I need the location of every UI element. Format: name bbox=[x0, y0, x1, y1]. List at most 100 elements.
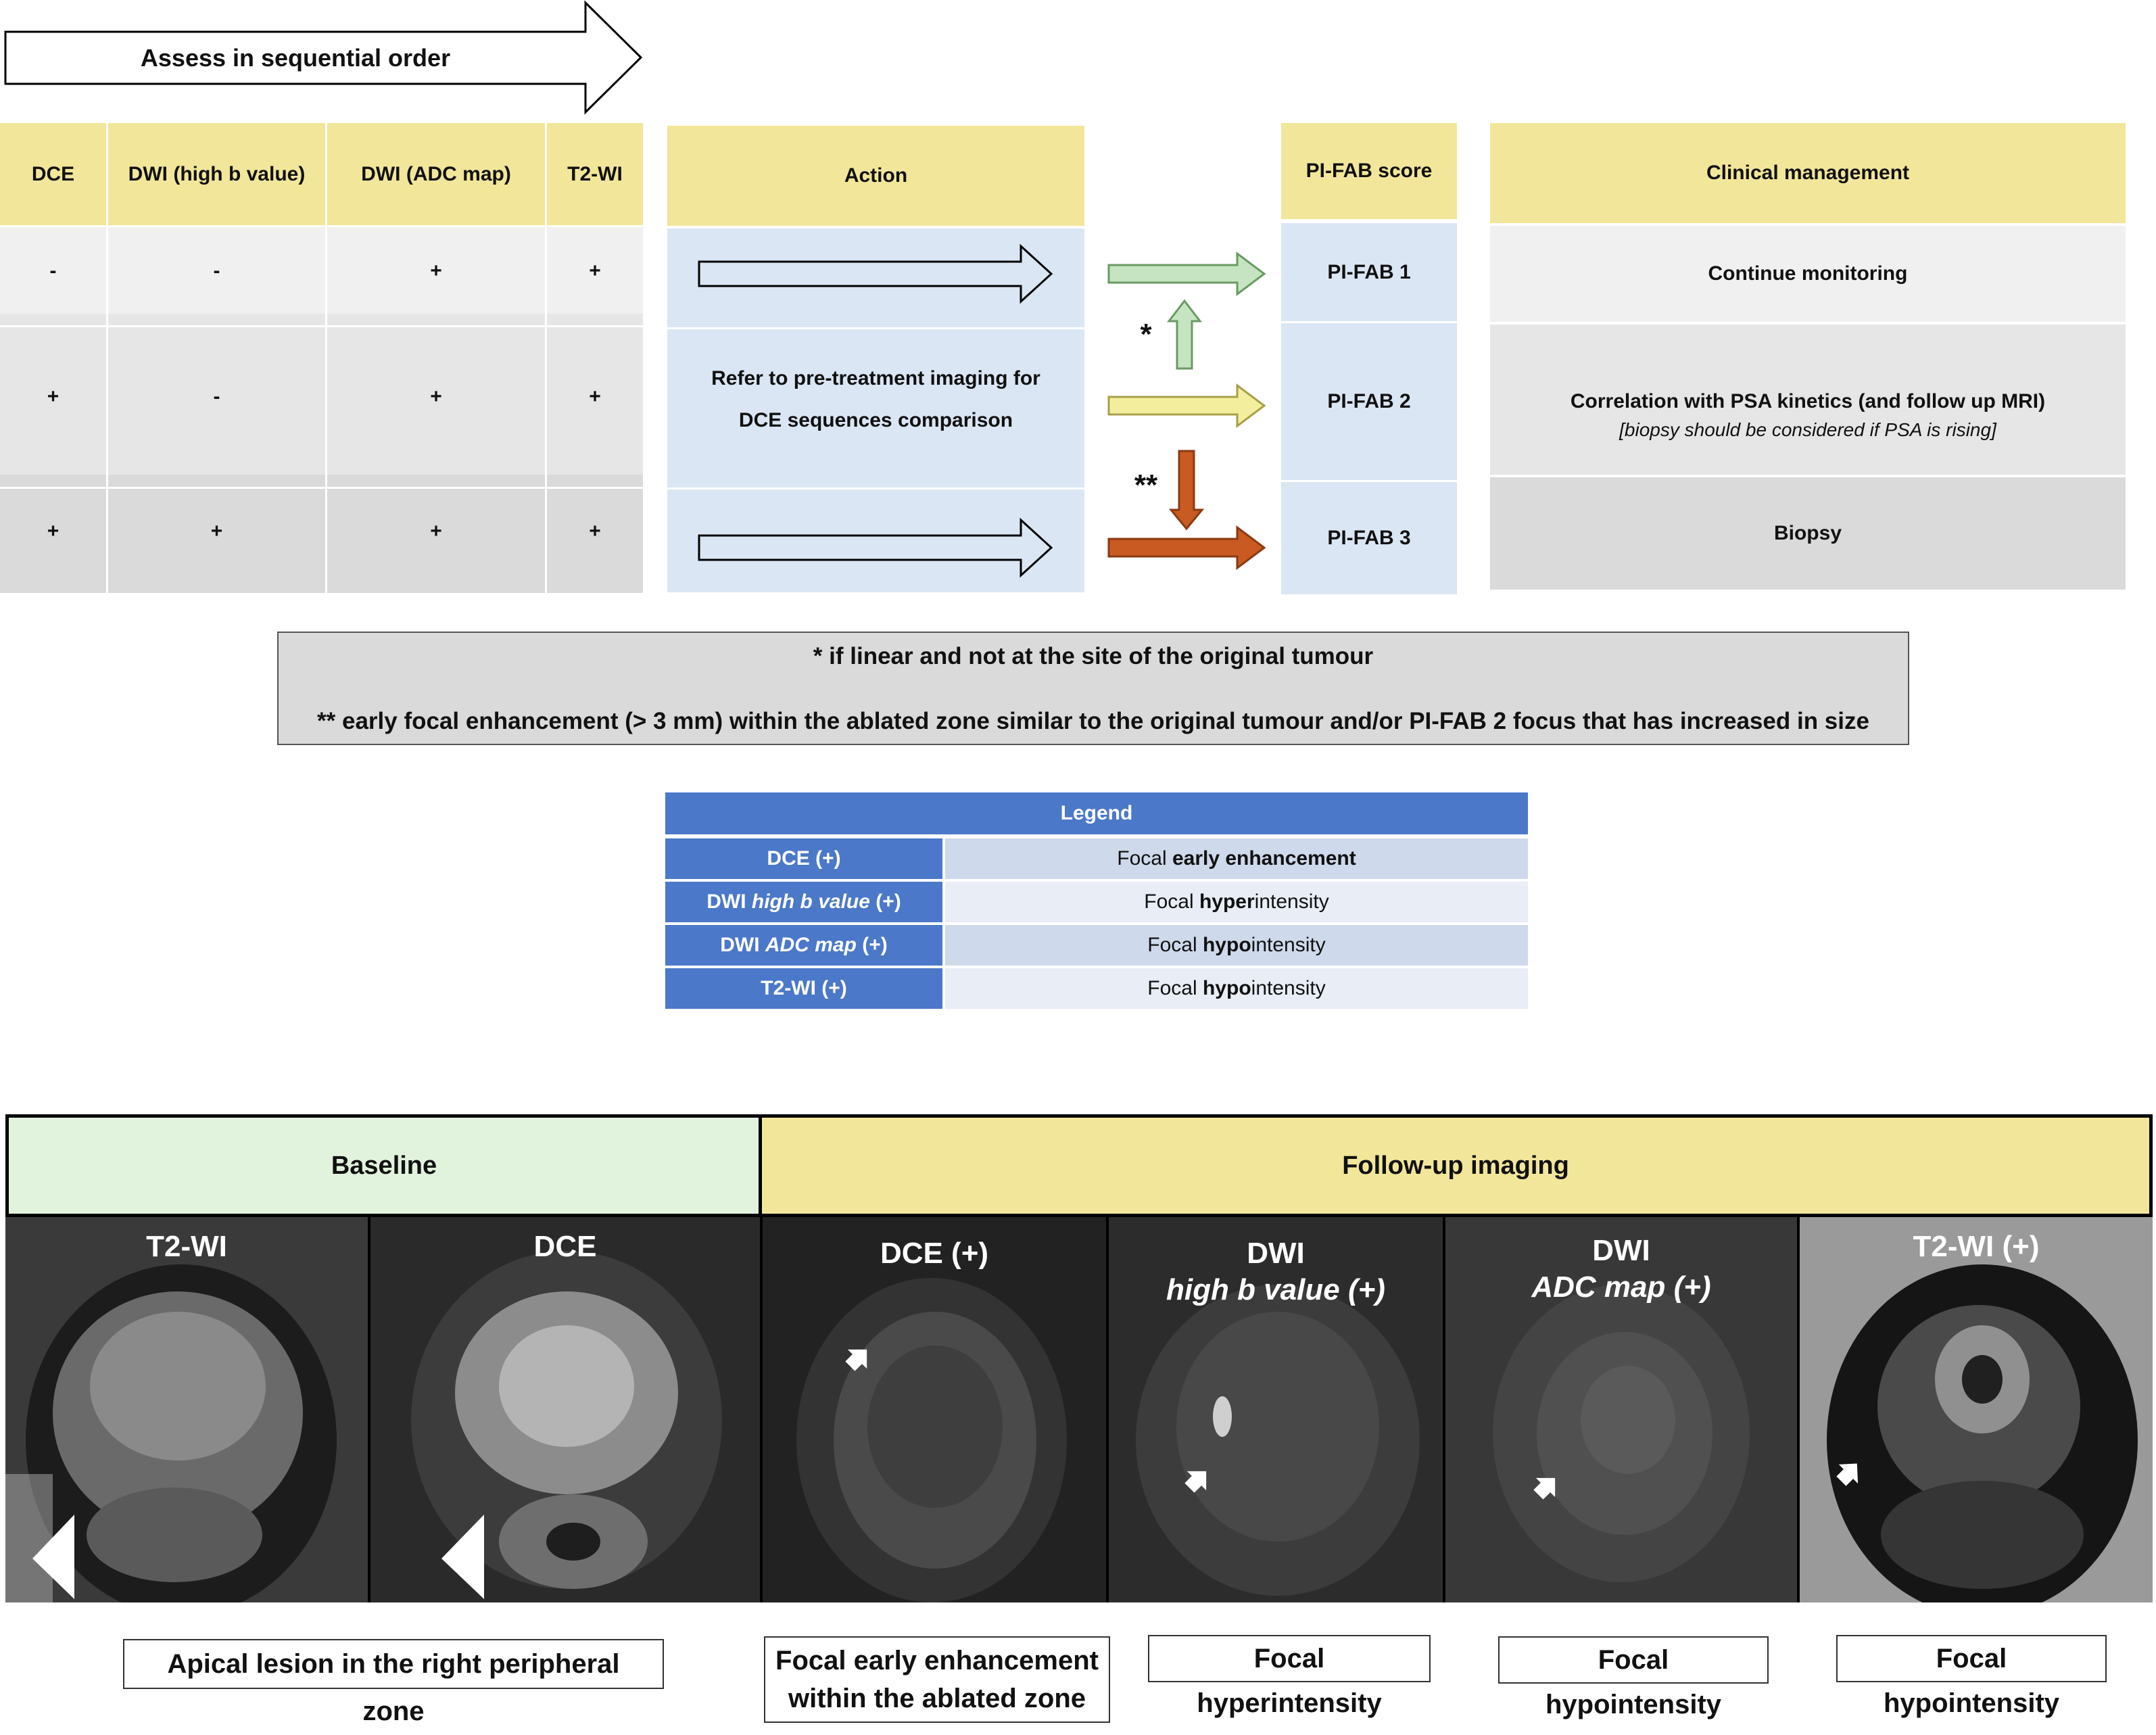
mri-label-t2wi-plus: T2-WI (+) bbox=[1913, 1230, 2040, 1263]
row3-dwi-adc: + bbox=[430, 519, 442, 542]
arrowhead-marker bbox=[441, 1515, 484, 1599]
legend-right-t2wi-bold: hypo bbox=[1202, 977, 1251, 999]
mri-dwi-high-b-image bbox=[1109, 1217, 1443, 1602]
mri-t2wi-followup-image bbox=[1800, 1217, 2153, 1602]
legend-right-dwi-adc-pre: Focal bbox=[1147, 934, 1203, 956]
note-single-star: * if linear and not at the site of the o… bbox=[813, 643, 1374, 669]
mri-dce-followup: DCE (+) bbox=[763, 1217, 1106, 1602]
orange-arrow bbox=[1107, 525, 1266, 570]
legend-right-dce-bold: early enhancement bbox=[1172, 847, 1356, 870]
action-text-line2: DCE sequences comparison bbox=[738, 409, 1013, 431]
baseline-header: Baseline bbox=[5, 1114, 763, 1217]
green-arrow bbox=[1107, 252, 1266, 296]
row2-dwi-high-b: - bbox=[213, 385, 220, 408]
legend-right-dwi-adc-bold: hypo bbox=[1202, 934, 1251, 956]
header-t2wi: T2-WI bbox=[567, 163, 623, 185]
arrow-marker bbox=[1533, 1477, 1556, 1500]
mri-dwi-adc: DWI ADC map (+) bbox=[1445, 1217, 1797, 1602]
pifab-3: PI-FAB 3 bbox=[1281, 482, 1457, 594]
header-dwi-adc: DWI (ADC map) bbox=[361, 163, 511, 185]
legend-title: Legend bbox=[665, 792, 1528, 834]
management-continue-monitoring: Continue monitoring bbox=[1490, 226, 2126, 322]
assess-sequential-arrow bbox=[4, 0, 643, 115]
legend-right-dwi-adc-post: intensity bbox=[1251, 934, 1326, 956]
legend-right-t2wi-pre: Focal bbox=[1147, 977, 1203, 999]
legend-right-dwi-high-b-bold: hyper bbox=[1199, 890, 1255, 913]
row2-dwi-adc: + bbox=[430, 385, 442, 408]
mri-dce-followup-image bbox=[763, 1217, 1106, 1602]
mri-dwi-adc-image bbox=[1445, 1217, 1797, 1602]
mri-t2wi-baseline: T2-WI bbox=[5, 1217, 368, 1602]
legend-left-dwi-high-b: DWI high b value (+) bbox=[665, 882, 942, 922]
caption-focal-hyperintensity: Focal hyperintensity bbox=[1148, 1635, 1431, 1718]
mri-label-dce: DCE bbox=[533, 1230, 597, 1263]
arrow-marker bbox=[1836, 1463, 1859, 1486]
mri-label-high-b: high b value (+) bbox=[1166, 1273, 1385, 1306]
mri-label-adc-map: ADC map (+) bbox=[1531, 1270, 1711, 1304]
single-star-marker: * bbox=[1140, 318, 1152, 351]
yellow-arrow bbox=[1107, 383, 1266, 428]
legend-left-dwi-adc-pre: DWI bbox=[720, 934, 765, 956]
legend-right-dwi-high-b-post: intensity bbox=[1254, 890, 1329, 913]
caption-focal-early-enhancement-line2: within the ablated zone bbox=[788, 1684, 1086, 1713]
management-psa-text: Correlation with PSA kinetics (and follo… bbox=[1570, 390, 2046, 412]
row3-t2wi: + bbox=[589, 519, 601, 542]
mri-t2wi-baseline-image bbox=[5, 1217, 368, 1602]
management-psa-note: [biopsy should be considered if PSA is r… bbox=[1619, 419, 1996, 440]
notes-box: * if linear and not at the site of the o… bbox=[277, 632, 1909, 745]
header-pifab-score: PI-FAB score bbox=[1281, 123, 1457, 219]
legend-left-t2wi-text: T2-WI (+) bbox=[761, 977, 847, 999]
row3-dwi-high-b: + bbox=[210, 519, 223, 542]
orange-down-arrow bbox=[1168, 450, 1205, 531]
pifab-1: PI-FAB 1 bbox=[1281, 223, 1457, 321]
legend-left-dwi-adc-post: (+) bbox=[856, 934, 888, 956]
caption-focal-early-enhancement-line1: Focal early enhancement bbox=[775, 1646, 1099, 1675]
legend-right-dce: Focal early enhancement bbox=[945, 838, 1528, 879]
legend-left-dwi-high-b-italic: high b value bbox=[751, 890, 870, 913]
row1-t2wi: + bbox=[589, 260, 601, 282]
legend-left-dwi-high-b-post: (+) bbox=[869, 890, 901, 913]
action-arrow-1 bbox=[698, 243, 1053, 304]
management-psa: Correlation with PSA kinetics (and follo… bbox=[1490, 325, 2126, 475]
header-dce: DCE bbox=[31, 163, 75, 185]
legend-left-dce: DCE (+) bbox=[665, 838, 942, 879]
mri-dce-baseline: DCE bbox=[370, 1217, 760, 1602]
mri-label-dwi: DWI bbox=[1247, 1237, 1305, 1270]
legend-left-dwi-high-b-pre: DWI bbox=[706, 890, 752, 913]
row1-dwi-adc: + bbox=[430, 260, 442, 282]
row1-dce: - bbox=[49, 260, 57, 282]
row2-t2wi: + bbox=[589, 385, 601, 408]
legend-right-dce-pre: Focal bbox=[1117, 847, 1172, 870]
followup-header: Follow-up imaging bbox=[759, 1114, 2153, 1217]
legend-left-dwi-adc: DWI ADC map (+) bbox=[665, 925, 942, 966]
caption-focal-early-enhancement: Focal early enhancement within the ablat… bbox=[764, 1636, 1110, 1723]
green-up-arrow bbox=[1166, 299, 1203, 370]
header-action: Action bbox=[667, 126, 1084, 226]
double-star-marker: ** bbox=[1134, 469, 1158, 502]
caption-apical-lesion: Apical lesion in the right peripheral zo… bbox=[123, 1639, 664, 1726]
legend-left-t2wi: T2-WI (+) bbox=[665, 968, 942, 1009]
arrow-marker bbox=[1184, 1471, 1207, 1493]
legend-right-dwi-high-b-pre: Focal bbox=[1144, 890, 1199, 913]
mri-label-dwi-2: DWI bbox=[1592, 1234, 1650, 1267]
mri-label-dce-plus: DCE (+) bbox=[880, 1237, 989, 1270]
pifab-2: PI-FAB 2 bbox=[1281, 323, 1457, 480]
action-arrow-3 bbox=[698, 517, 1053, 578]
arrowhead-marker bbox=[32, 1515, 74, 1599]
mri-label-t2wi: T2-WI bbox=[146, 1230, 227, 1263]
legend-left-dce-text: DCE (+) bbox=[767, 847, 841, 870]
mri-t2wi-followup: T2-WI (+) bbox=[1800, 1217, 2153, 1602]
row2-dce: + bbox=[47, 385, 59, 408]
note-double-star: ** early focal enhancement (> 3 mm) with… bbox=[317, 708, 1869, 734]
header-dwi-high-b: DWI (high b value) bbox=[128, 163, 306, 185]
caption-focal-hypointensity-adc: Focal hypointensity bbox=[1498, 1636, 1769, 1719]
legend-left-dwi-adc-italic: ADC map bbox=[765, 934, 857, 956]
header-clinical-management: Clinical management bbox=[1490, 123, 2126, 223]
mri-dwi-high-b: DWI high b value (+) bbox=[1109, 1217, 1443, 1602]
action-column bbox=[667, 229, 1084, 592]
caption-focal-hypointensity-t2: Focal hypointensity bbox=[1836, 1635, 2107, 1718]
row3-dce: + bbox=[47, 519, 59, 542]
